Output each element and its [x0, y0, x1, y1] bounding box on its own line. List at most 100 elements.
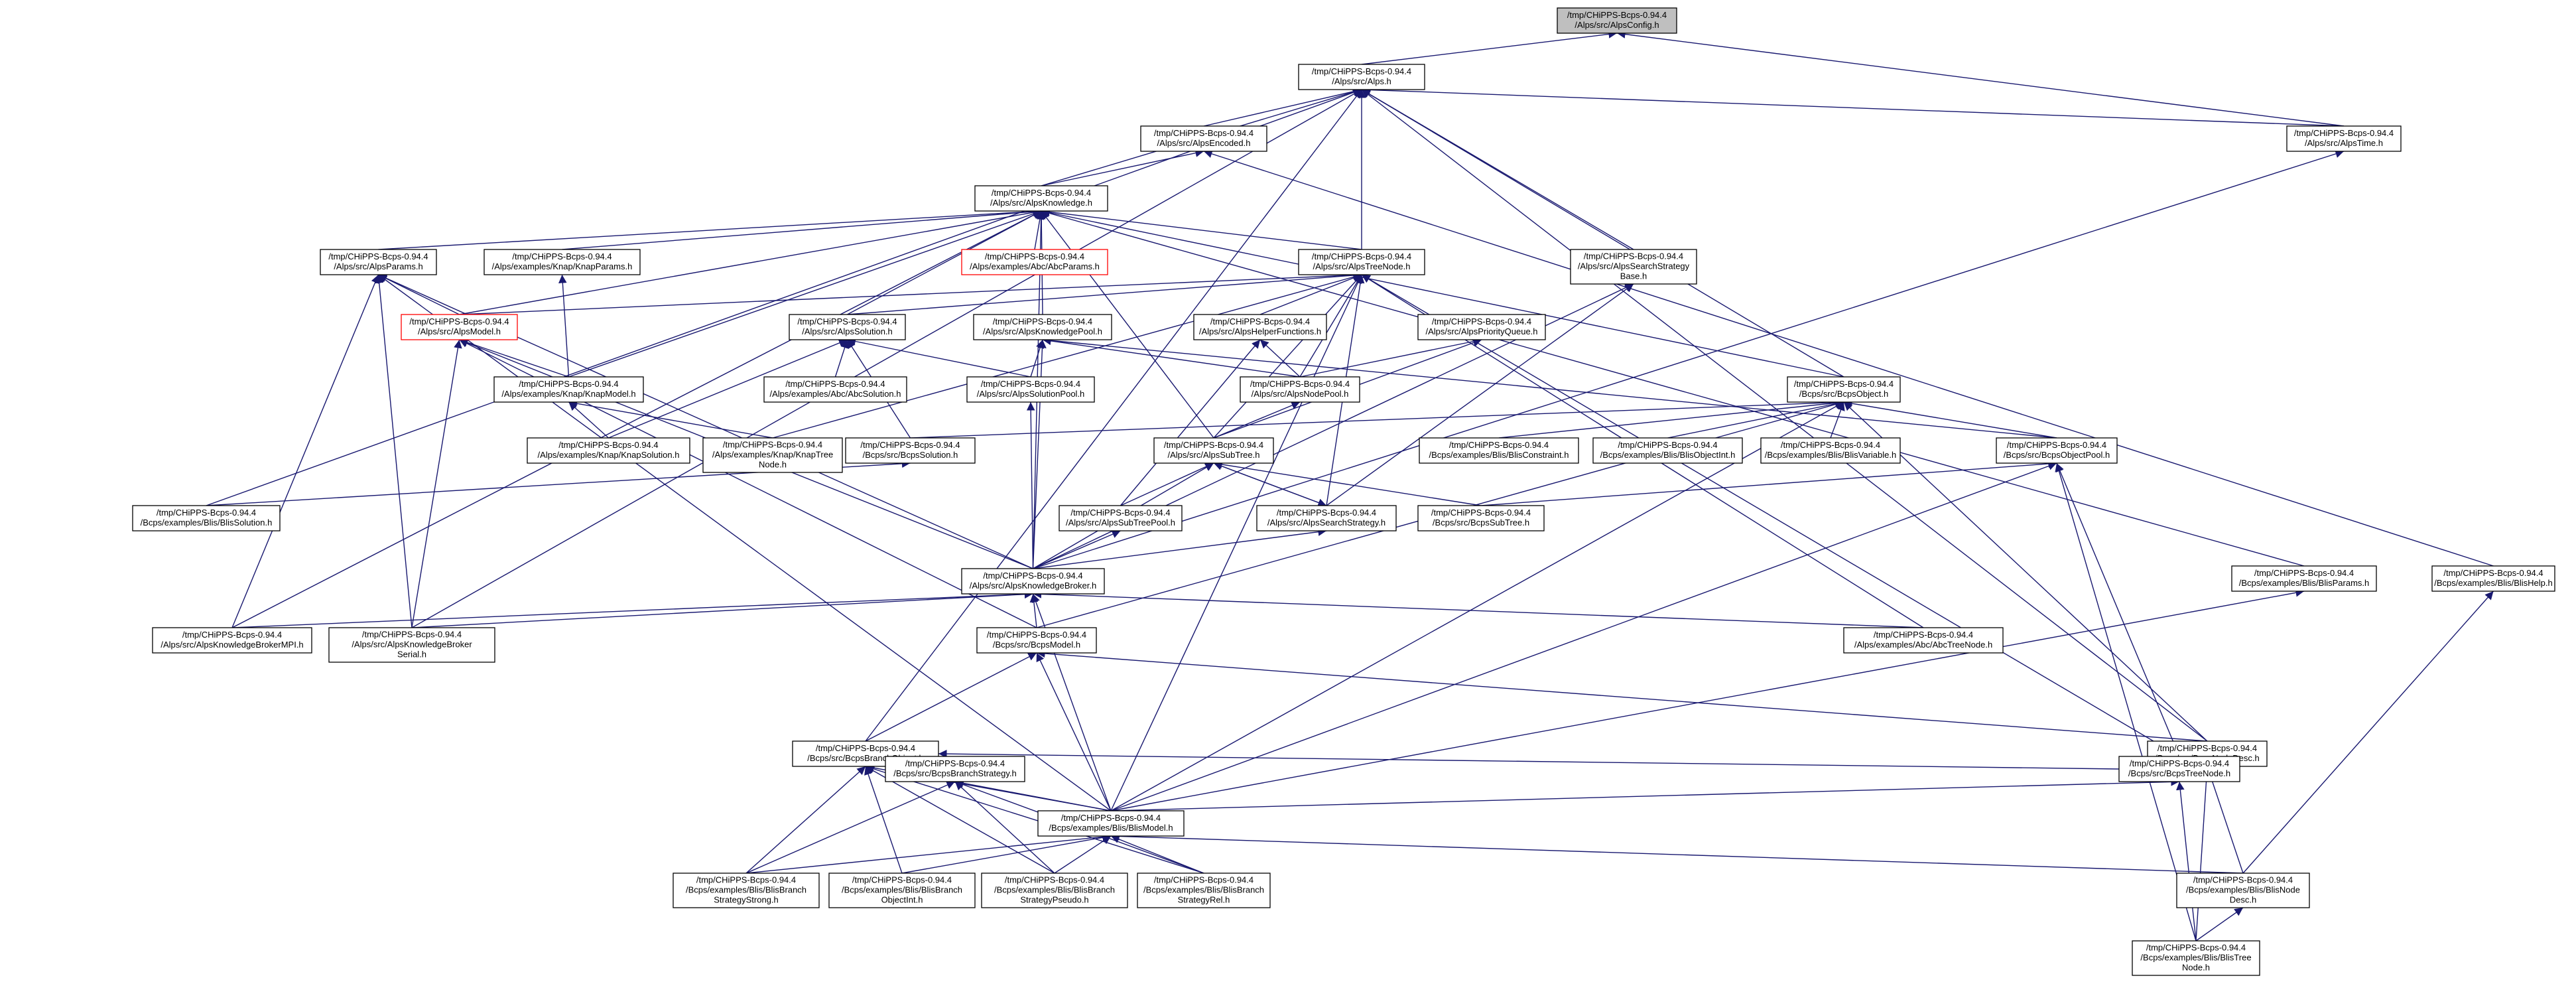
node-label-line: /tmp/CHiPPS-Bcps-0.94.4 — [1312, 251, 1411, 261]
node-label-line: /tmp/CHiPPS-Bcps-0.94.4 — [987, 630, 1086, 640]
node-blisnodedesc[interactable]: /tmp/CHiPPS-Bcps-0.94.4/Bcps/examples/Bl… — [2176, 873, 2310, 908]
node-model[interactable]: /tmp/CHiPPS-Bcps-0.94.4/Alps/src/AlpsMod… — [401, 314, 518, 340]
edge-blistreenode-to-objpool — [2055, 462, 2197, 942]
node-objpool[interactable]: /tmp/CHiPPS-Bcps-0.94.4/Bcps/src/BcpsObj… — [1996, 437, 2118, 464]
node-bcpssolution[interactable]: /tmp/CHiPPS-Bcps-0.94.4/Bcps/src/BcpsSol… — [845, 437, 976, 464]
node-treenode[interactable]: /tmp/CHiPPS-Bcps-0.94.4/Alps/src/AlpsTre… — [1298, 249, 1425, 275]
edge-strong-to-branchstrat — [745, 781, 956, 874]
node-knowledge[interactable]: /tmp/CHiPPS-Bcps-0.94.4/Alps/src/AlpsKno… — [974, 185, 1108, 212]
node-label-line: /Alps/src/AlpsParams.h — [334, 261, 422, 271]
node-helper[interactable]: /tmp/CHiPPS-Bcps-0.94.4/Alps/src/AlpsHel… — [1193, 314, 1327, 340]
node-box — [1256, 505, 1397, 531]
node-alpssearch[interactable]: /tmp/CHiPPS-Bcps-0.94.4/Alps/src/AlpsSea… — [1256, 505, 1397, 531]
node-knowpool[interactable]: /tmp/CHiPPS-Bcps-0.94.4/Alps/src/AlpsKno… — [973, 314, 1112, 340]
node-box — [763, 376, 907, 403]
node-label-line: /Alps/src/AlpsModel.h — [418, 326, 501, 336]
edge-objint-to-branchobj — [864, 766, 903, 874]
edge-helper-to-treenode — [1259, 273, 1362, 315]
node-solution[interactable]: /tmp/CHiPPS-Bcps-0.94.4/Alps/src/AlpsSol… — [789, 314, 906, 340]
node-blisvariable[interactable]: /tmp/CHiPPS-Bcps-0.94.4/Bcps/examples/Bl… — [1760, 437, 1901, 464]
node-bcpsmodel[interactable]: /tmp/CHiPPS-Bcps-0.94.4/Bcps/src/BcpsMod… — [976, 627, 1097, 654]
node-objint[interactable]: /tmp/CHiPPS-Bcps-0.94.4/Bcps/examples/Bl… — [828, 873, 976, 908]
node-rel[interactable]: /tmp/CHiPPS-Bcps-0.94.4/Bcps/examples/Bl… — [1137, 873, 1271, 908]
edge-nodepool-to-knowpool — [1042, 336, 1301, 378]
node-label-line: /Alps/src/AlpsPriorityQueue.h — [1425, 326, 1537, 336]
node-blisconstraint[interactable]: /tmp/CHiPPS-Bcps-0.94.4/Bcps/examples/Bl… — [1419, 437, 1579, 464]
node-solpool[interactable]: /tmp/CHiPPS-Bcps-0.94.4/Alps/src/AlpsSol… — [966, 376, 1095, 403]
node-bcpstreenode[interactable]: /tmp/CHiPPS-Bcps-0.94.4/Bcps/src/BcpsTre… — [2118, 756, 2240, 782]
node-box — [1417, 314, 1546, 340]
node-abcparams[interactable]: /tmp/CHiPPS-Bcps-0.94.4/Alps/examples/Ab… — [961, 249, 1108, 275]
node-label-line: /tmp/CHiPPS-Bcps-0.94.4 — [1210, 316, 1310, 326]
node-label-line: /tmp/CHiPPS-Bcps-0.94.4 — [558, 440, 658, 450]
edge-bcpsobject-to-alps — [1361, 89, 1844, 378]
node-params[interactable]: /tmp/CHiPPS-Bcps-0.94.4/Alps/src/AlpsPar… — [320, 249, 437, 275]
edge-subtree-to-knowledge — [1041, 210, 1214, 439]
node-label-line: /Alps/src/AlpsKnowledgeBroker — [352, 640, 472, 650]
node-abctreenode[interactable]: /tmp/CHiPPS-Bcps-0.94.4/Alps/examples/Ab… — [1843, 627, 2004, 654]
node-label-line: /Alps/src/AlpsSolution.h — [802, 326, 893, 336]
node-label-line: /tmp/CHiPPS-Bcps-0.94.4 — [993, 316, 1092, 326]
node-subtree[interactable]: /tmp/CHiPPS-Bcps-0.94.4/Alps/src/AlpsSub… — [1153, 437, 1274, 464]
node-label-line: /Bcps/examples/Blis/BlisSolution.h — [141, 518, 273, 527]
edge-blisconstraint-to-bcpsobject — [1498, 399, 1844, 439]
node-blismodel[interactable]: /tmp/CHiPPS-Bcps-0.94.4/Bcps/examples/Bl… — [1037, 810, 1185, 837]
node-label-line: /Bcps/examples/Blis/BlisConstraint.h — [1429, 450, 1569, 460]
node-blissolution[interactable]: /tmp/CHiPPS-Bcps-0.94.4/Bcps/examples/Bl… — [132, 505, 281, 531]
node-label-line: /tmp/CHiPPS-Bcps-0.94.4 — [860, 440, 960, 450]
node-blisparams[interactable]: /tmp/CHiPPS-Bcps-0.94.4/Bcps/examples/Bl… — [2231, 565, 2377, 592]
node-abcsolution[interactable]: /tmp/CHiPPS-Bcps-0.94.4/Alps/examples/Ab… — [763, 376, 907, 403]
node-box — [1787, 376, 1901, 403]
node-label-line: /Bcps/examples/Blis/BlisObjectInt.h — [1600, 450, 1736, 460]
node-prioq[interactable]: /tmp/CHiPPS-Bcps-0.94.4/Alps/src/AlpsPri… — [1417, 314, 1546, 340]
node-pseudo[interactable]: /tmp/CHiPPS-Bcps-0.94.4/Bcps/examples/Bl… — [981, 873, 1128, 908]
node-bcpssubtree[interactable]: /tmp/CHiPPS-Bcps-0.94.4/Bcps/src/BcpsSub… — [1417, 505, 1545, 531]
node-label-line: /tmp/CHiPPS-Bcps-0.94.4 — [1164, 440, 1263, 450]
node-nodepool[interactable]: /tmp/CHiPPS-Bcps-0.94.4/Alps/src/AlpsNod… — [1240, 376, 1360, 403]
edge-blisvariable-to-bcpsobject — [1830, 401, 1845, 439]
node-box — [973, 314, 1112, 340]
node-blistreenode[interactable]: /tmp/CHiPPS-Bcps-0.94.4/Bcps/examples/Bl… — [2132, 940, 2260, 976]
edge-alpssearch-to-searchstrat — [1326, 283, 1634, 506]
node-subtreepool[interactable]: /tmp/CHiPPS-Bcps-0.94.4/Alps/src/AlpsSub… — [1059, 505, 1183, 531]
node-blishelp[interactable]: /tmp/CHiPPS-Bcps-0.94.4/Bcps/examples/Bl… — [2431, 565, 2555, 592]
node-broker[interactable]: /tmp/CHiPPS-Bcps-0.94.4/Alps/src/AlpsKno… — [961, 568, 1105, 595]
node-box — [2431, 565, 2555, 592]
edge-knowledge-to-encoded — [1041, 149, 1204, 186]
edge-pseudo-to-branchstrat — [954, 781, 1055, 874]
edge-time-to-config — [1616, 30, 2345, 127]
node-knapsolution[interactable]: /tmp/CHiPPS-Bcps-0.94.4/Alps/examples/Kn… — [527, 437, 690, 464]
node-knaptree[interactable]: /tmp/CHiPPS-Bcps-0.94.4/Alps/examples/Kn… — [702, 437, 843, 473]
node-label-line: Serial.h — [397, 650, 426, 660]
node-label-line: /Alps/src/AlpsSolutionPool.h — [977, 389, 1085, 399]
node-box — [1140, 125, 1267, 152]
node-box — [1843, 627, 2004, 654]
node-searchstrat[interactable]: /tmp/CHiPPS-Bcps-0.94.4/Alps/src/AlpsSea… — [1570, 249, 1697, 285]
edge-encoded-to-alps — [1203, 87, 1362, 127]
edge-bcpstreenode-to-branchobj — [938, 749, 2120, 770]
node-strong[interactable]: /tmp/CHiPPS-Bcps-0.94.4/Bcps/examples/Bl… — [673, 873, 820, 908]
node-branchstrat[interactable]: /tmp/CHiPPS-Bcps-0.94.4/Bcps/src/BcpsBra… — [885, 756, 1025, 782]
edge-broker-to-solpool — [1026, 401, 1035, 569]
node-label-line: /Bcps/examples/Blis/BlisModel.h — [1049, 823, 1173, 833]
edge-blismodel-to-blisparams — [1110, 589, 2305, 811]
node-blisobjectint[interactable]: /tmp/CHiPPS-Bcps-0.94.4/Bcps/examples/Bl… — [1592, 437, 1743, 464]
node-time[interactable]: /tmp/CHiPPS-Bcps-0.94.4/Alps/src/AlpsTim… — [2286, 125, 2402, 152]
node-brokermpi[interactable]: /tmp/CHiPPS-Bcps-0.94.4/Alps/src/AlpsKno… — [152, 627, 312, 654]
node-knapparams[interactable]: /tmp/CHiPPS-Bcps-0.94.4/Alps/examples/Kn… — [483, 249, 641, 275]
node-bcpsobject[interactable]: /tmp/CHiPPS-Bcps-0.94.4/Bcps/src/BcpsObj… — [1787, 376, 1901, 403]
edge-brokermpi-to-knowledge — [231, 210, 1042, 628]
edge-blismodel-to-objpool — [1110, 462, 2057, 811]
node-alps[interactable]: /tmp/CHiPPS-Bcps-0.94.4/Alps/src/Alps.h — [1298, 64, 1425, 90]
node-brokerserial[interactable]: /tmp/CHiPPS-Bcps-0.94.4/Alps/src/AlpsKno… — [328, 627, 495, 663]
edge-rel-to-blismodel — [1110, 835, 1204, 874]
node-config[interactable]: /tmp/CHiPPS-Bcps-0.94.4/Alps/src/AlpsCon… — [1557, 7, 1677, 34]
node-encoded[interactable]: /tmp/CHiPPS-Bcps-0.94.4/Alps/src/AlpsEnc… — [1140, 125, 1267, 152]
edge-nodepool-to-helper — [1259, 339, 1301, 378]
node-knapmodel[interactable]: /tmp/CHiPPS-Bcps-0.94.4/Alps/examples/Kn… — [493, 376, 644, 403]
edge-nodedesc-to-alps — [1361, 89, 2208, 742]
edge-params-to-knowledge — [378, 207, 1042, 250]
edge-knapsolution-to-knapmodel — [568, 401, 609, 439]
edge-objpool-to-bcpsobject — [1843, 399, 2057, 439]
node-label-line: /Bcps/src/BcpsSubTree.h — [1433, 518, 1529, 527]
